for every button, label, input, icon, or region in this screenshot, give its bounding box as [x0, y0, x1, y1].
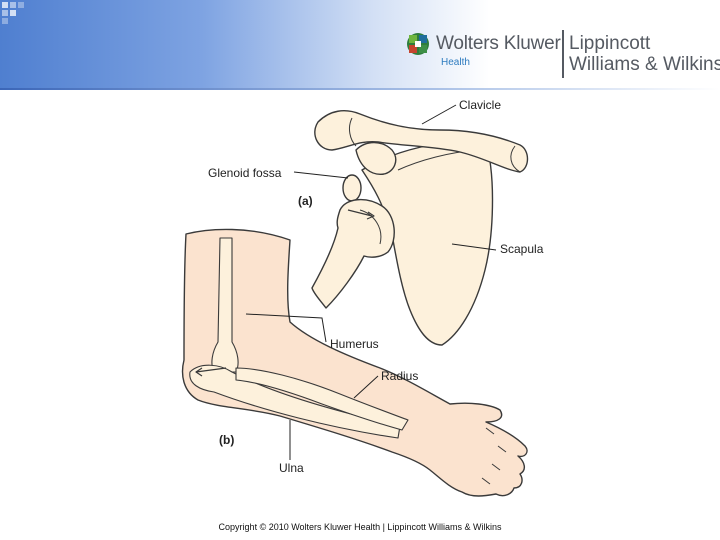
label-scapula: Scapula	[500, 242, 544, 256]
imprint-line-1: Lippincott	[569, 33, 651, 54]
arm-skin	[181, 228, 528, 497]
humerus-bone	[311, 199, 395, 309]
publisher-name: Wolters Kluwer	[436, 33, 561, 54]
copyright-notice: Copyright © 2010 Wolters Kluwer Health |…	[218, 522, 502, 532]
label-glenoid-fossa: Glenoid fossa	[208, 166, 282, 180]
panel-a-label: (a)	[298, 194, 313, 208]
leader-lines	[245, 104, 497, 460]
label-ulna: Ulna	[279, 461, 304, 475]
label-humerus: Humerus	[330, 337, 379, 351]
shoulder-illustration	[311, 110, 529, 346]
arm-illustration	[181, 228, 528, 497]
clavicle-bone	[314, 110, 529, 173]
glenoid-fossa-shape	[342, 174, 362, 202]
wolters-kluwer-logo-icon	[407, 33, 429, 55]
header-rule	[0, 88, 720, 90]
panel-b-label: (b)	[219, 433, 234, 447]
label-clavicle: Clavicle	[459, 98, 501, 112]
header-banner: Wolters Kluwer Health Lippincott William…	[0, 0, 720, 88]
logo-divider	[562, 30, 564, 78]
publisher-division: Health	[441, 57, 470, 68]
anatomy-diagram: Clavicle Glenoid fossa (a) Scapula Humer…	[181, 98, 544, 497]
imprint-line-2: Williams & Wilkins	[569, 54, 720, 75]
label-radius: Radius	[381, 369, 418, 383]
